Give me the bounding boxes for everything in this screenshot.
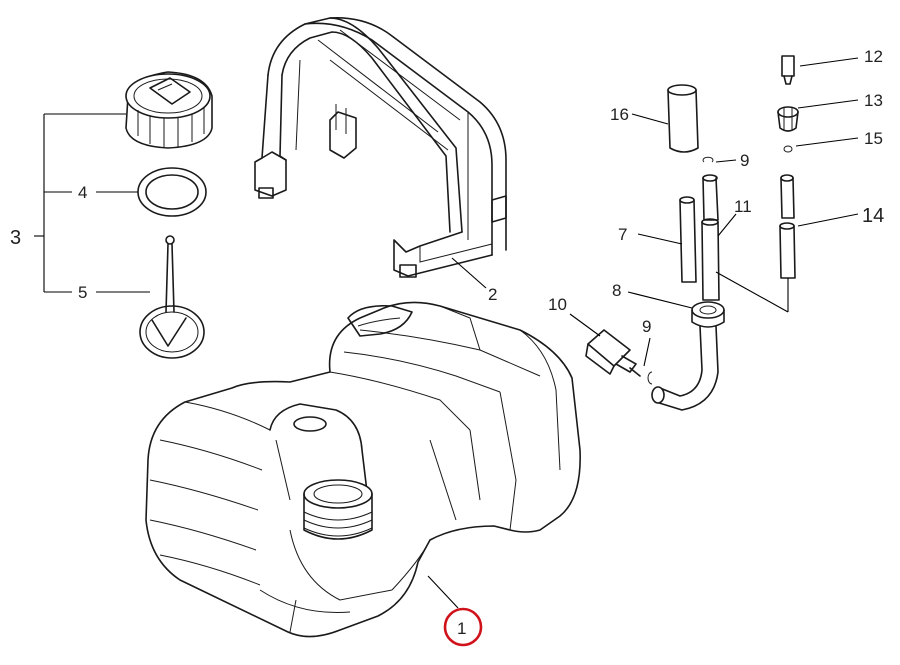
tank-frame-handle — [254, 17, 507, 278]
callout-9-bottom: 9 — [642, 317, 651, 336]
oring-15 — [783, 145, 793, 153]
callout-1: 1 — [457, 619, 466, 638]
highlighted-callout-1: 1 — [443, 607, 483, 647]
callout-4: 4 — [78, 183, 87, 202]
fuel-valve-10 — [585, 329, 641, 377]
fuel-pipe-14 — [779, 174, 796, 279]
leader-lines — [34, 57, 859, 609]
callout-12: 12 — [864, 47, 883, 66]
callout-7: 7 — [618, 225, 627, 244]
callout-10: 10 — [548, 295, 567, 314]
fuel-pipe-7 — [679, 196, 697, 283]
fuel-tank — [145, 301, 581, 638]
fuel-pipe-11 — [701, 174, 720, 301]
hose-sleeve-16 — [667, 84, 699, 153]
callout-2: 2 — [488, 285, 497, 304]
connector-13 — [777, 106, 799, 132]
callout-13: 13 — [864, 91, 883, 110]
connector-12 — [781, 55, 795, 85]
fuel-strainer — [139, 235, 205, 359]
highlight-circle — [443, 607, 483, 647]
fuel-cap — [125, 71, 213, 149]
bent-fuel-tube — [651, 325, 719, 411]
clip-9-bottom — [647, 371, 653, 385]
callout-15: 15 — [864, 129, 883, 148]
callout-5: 5 — [78, 283, 87, 302]
cap-seal-ring — [137, 167, 207, 217]
clip-9-top — [702, 156, 714, 163]
hose-grommet-8 — [691, 301, 725, 328]
callout-11: 11 — [734, 197, 752, 216]
callout-3: 3 — [10, 227, 21, 249]
callout-14: 14 — [862, 205, 884, 227]
callout-8: 8 — [612, 281, 621, 300]
callout-9-top: 9 — [740, 151, 749, 170]
callout-16: 16 — [610, 105, 629, 124]
